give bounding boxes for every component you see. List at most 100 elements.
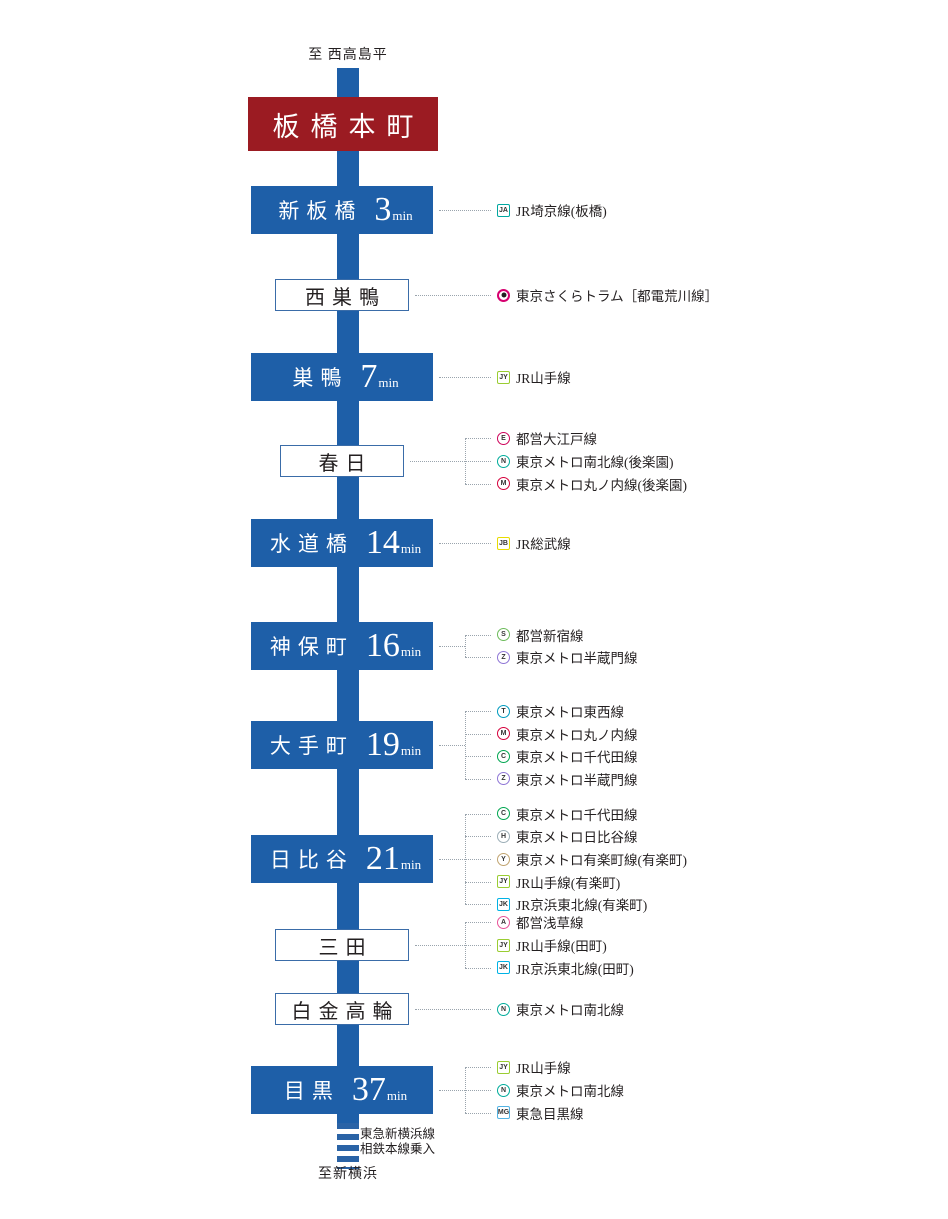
connecting-line-label: 東京メトロ南北線 xyxy=(516,1003,624,1018)
connecting-line-label: 東京メトロ東西線 xyxy=(516,705,624,721)
connector-branch xyxy=(465,711,491,713)
station-time-unit: min xyxy=(392,208,413,223)
station-box-3[interactable]: 西巣鴨 xyxy=(275,279,409,311)
station-time-unit: min xyxy=(400,857,422,872)
connector-branch xyxy=(465,438,491,440)
connector-leader-stub xyxy=(415,945,465,946)
metro-yurakucho-icon: Y xyxy=(497,852,510,866)
connecting-line-label: JR総武線 xyxy=(516,537,571,552)
connector-leader xyxy=(439,543,491,544)
metro-marunouchi-icon: M xyxy=(497,727,510,741)
connecting-line-item[interactable]: Y 東京メトロ有楽町線(有楽町) xyxy=(497,851,687,868)
station-box-2[interactable]: 新板橋 3min xyxy=(251,186,433,234)
connector-leader xyxy=(415,295,491,296)
station-name: 新板橋 xyxy=(278,199,363,223)
connector-leader-stub xyxy=(439,1090,465,1091)
station-box-9[interactable]: 日比谷 21min xyxy=(251,835,433,883)
trunk-line-branch-dashed xyxy=(337,1123,359,1169)
connector-branch xyxy=(465,922,491,924)
connector-branch xyxy=(465,813,491,815)
station-name: 春日 xyxy=(318,452,373,475)
connector-branch xyxy=(465,904,491,906)
connector-leader xyxy=(415,1009,491,1010)
metro-tozai-icon: T xyxy=(497,704,510,718)
connector-branch xyxy=(465,967,491,969)
station-box-5[interactable]: 春日 xyxy=(280,445,404,477)
connector-branch xyxy=(465,1067,491,1069)
jr-yamanote-icon: JY xyxy=(497,938,510,952)
connector-branch xyxy=(465,756,491,758)
connector-branch xyxy=(465,483,491,485)
station-time-value: 3 xyxy=(374,191,392,228)
connecting-line-label: JR埼京線(板橋) xyxy=(516,204,607,219)
terminus-bottom-label: 至新横浜 xyxy=(318,1167,378,1182)
connector-bracket xyxy=(465,438,466,484)
connector-branch xyxy=(465,1112,491,1114)
station-time-unit: min xyxy=(378,375,399,390)
station-name: 白金高輪 xyxy=(291,1000,400,1023)
station-time: 19min xyxy=(366,728,421,762)
station-name: 板橋本町 xyxy=(272,111,425,142)
toei-asakusa-icon: A xyxy=(497,915,510,929)
station-time-value: 21 xyxy=(365,840,400,877)
station-time-value: 7 xyxy=(360,358,378,395)
metro-hanzomon-icon: Z xyxy=(497,650,510,664)
connector-leader-stub xyxy=(439,646,465,647)
branch-line-2-label: 相鉄本線乗入 xyxy=(360,1142,436,1156)
station-time: 21min xyxy=(366,842,421,876)
connecting-line-item[interactable]: T 東京メトロ東西線 xyxy=(497,703,624,720)
connecting-line-label: 都営新宿線 xyxy=(516,628,584,644)
connecting-line-label: 東京メトロ有楽町線(有楽町) xyxy=(516,853,687,868)
station-box-10[interactable]: 三田 xyxy=(275,929,409,961)
station-box-1[interactable]: 板橋本町 xyxy=(248,97,438,151)
connecting-line-label: 東京メトロ南北線(後楽園) xyxy=(516,455,674,470)
connecting-line-item[interactable]: JY JR山手線 xyxy=(497,1059,571,1076)
metro-hanzomon-icon: Z xyxy=(497,772,510,786)
station-time: 37min xyxy=(352,1073,407,1107)
jr-yamanote-icon: JY xyxy=(497,875,510,889)
connector-branch xyxy=(465,778,491,780)
station-name: 日比谷 xyxy=(269,848,354,872)
connecting-line-label: JR山手線 xyxy=(516,1061,571,1077)
connector-bracket xyxy=(465,711,466,779)
connector-bracket xyxy=(465,634,466,658)
connecting-line-label: 東京メトロ日比谷線 xyxy=(516,830,638,846)
station-time-value: 16 xyxy=(365,627,400,664)
jr-yamanote-icon: JY xyxy=(497,1060,510,1074)
connecting-line-label: 東京メトロ千代田線 xyxy=(516,807,638,823)
station-box-11[interactable]: 白金高輪 xyxy=(275,993,409,1025)
station-time-value: 37 xyxy=(351,1071,386,1108)
station-time: 14min xyxy=(366,526,421,560)
station-name: 三田 xyxy=(318,936,373,959)
connecting-line-item[interactable]: 東京さくらトラム［都電荒川線］ xyxy=(497,287,718,304)
connector-bracket xyxy=(465,922,466,968)
connecting-line-label: JR山手線 xyxy=(516,371,571,386)
